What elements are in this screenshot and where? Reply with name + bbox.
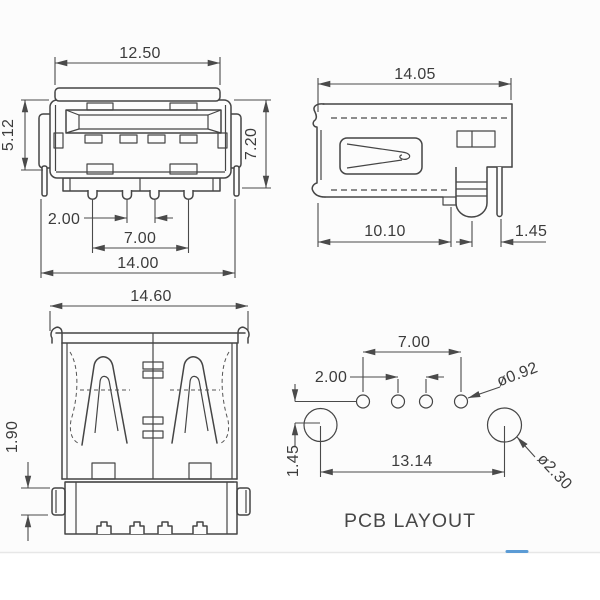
front-pins [87, 190, 194, 201]
rear-spring-clips [80, 356, 220, 446]
dim-front-left-height: 5.12 [0, 119, 17, 151]
dim-pcb-mount-span: 13.14 [391, 453, 433, 470]
dim-side-pin-position: 10.10 [364, 223, 406, 240]
dim-rear-overall-width: 14.60 [130, 288, 172, 305]
page-footer-strip [0, 550, 600, 600]
dim-pcb-pin-pitch: 2.00 [315, 369, 347, 386]
front-view: 12.50 5.12 7.20 2.00 7.00 14.00 [0, 45, 271, 278]
dim-side-lock-pin-offset: 1.45 [515, 223, 547, 240]
rear-bottom-notches [96, 521, 208, 534]
dim-pcb-row-offset: 1.45 [285, 445, 302, 477]
pcb-pin-holes [355, 394, 469, 409]
dim-pcb-mount-hole-dia: ø2.30 [534, 451, 575, 494]
front-shell [49, 99, 232, 179]
side-front-lip [311, 103, 326, 198]
pcb-layout-view: 7.00 2.00 ø0.92 1.45 13.14 ø2.30 PCB LAY… [285, 334, 575, 532]
pcb-layout-title: PCB LAYOUT [344, 510, 476, 532]
front-right-leg [233, 165, 240, 197]
side-board-lock-pin [496, 167, 503, 218]
dim-pcb-pin-hole-dia: ø0.92 [495, 359, 541, 390]
front-left-leg [41, 165, 48, 197]
side-latch-spring [339, 137, 423, 175]
rear-left-horn [50, 326, 63, 344]
side-solder-pin [442, 167, 488, 218]
dim-front-overall-width: 14.00 [117, 255, 159, 272]
rear-side-ears [51, 487, 251, 516]
front-base [62, 177, 221, 192]
dim-front-pin-span: 7.00 [124, 230, 156, 247]
rear-dimensions: 14.60 1.90 [4, 288, 249, 541]
rear-view: 14.60 1.90 [4, 288, 251, 541]
rear-center-contacts [142, 333, 164, 479]
dim-rear-tab-height: 1.90 [4, 421, 21, 453]
side-view: 14.05 10.10 1.45 [311, 66, 547, 247]
front-dimensions: 12.50 5.12 7.20 2.00 7.00 14.00 [0, 45, 271, 278]
pcb-mount-holes [303, 407, 523, 443]
dim-front-right-height: 7.20 [243, 128, 260, 160]
dim-pcb-pin-span: 7.00 [398, 334, 430, 351]
dim-front-top-width: 12.50 [119, 45, 161, 62]
pcb-dimensions: 7.00 2.00 ø0.92 1.45 13.14 ø2.30 [285, 334, 575, 493]
rear-right-horn [237, 326, 250, 344]
front-top-bar [54, 87, 221, 102]
dim-front-pin-pitch: 2.00 [48, 211, 80, 228]
front-tongue [65, 109, 222, 134]
rear-base-block [64, 481, 238, 535]
dim-side-depth: 14.05 [394, 66, 436, 83]
side-dimensions: 14.05 10.10 1.45 [317, 66, 547, 247]
